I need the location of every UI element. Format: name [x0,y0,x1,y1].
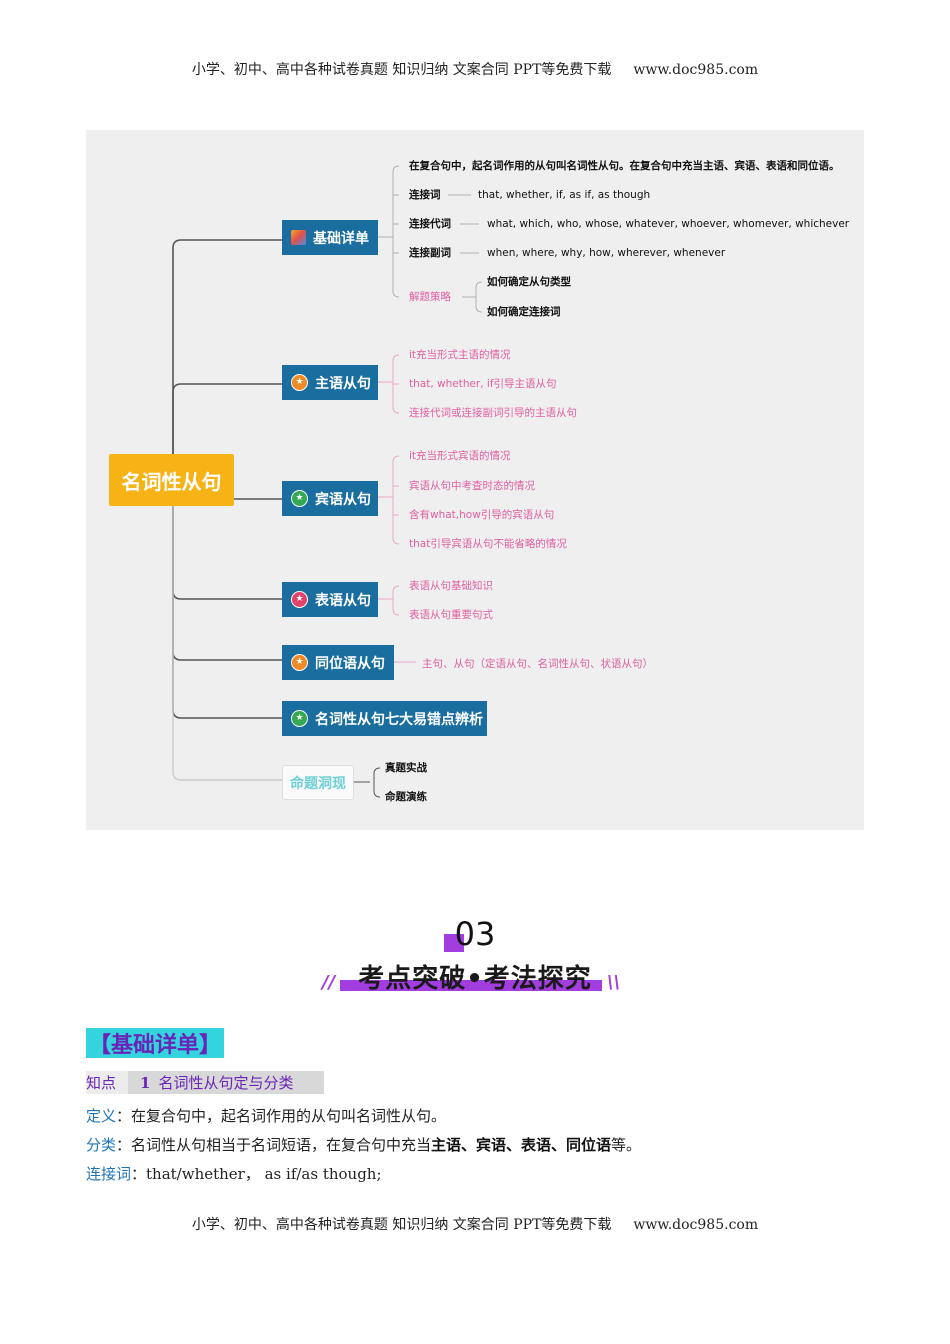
green-star-icon: ★ [291,710,308,727]
strategy-item: 如何确定从句类型 [487,276,571,288]
strategy-name: 解题策略 [409,291,451,303]
branch-label: 主语从句 [315,375,371,392]
cube-icon [291,230,306,245]
subject-item: it充当形式主语的情况 [409,349,511,361]
red-star-icon: ★ [291,591,308,608]
definition-label: 定义 [86,1107,117,1125]
title-highlight [340,980,602,991]
connector-value: what, which, who, whose, whatever, whoev… [487,218,850,230]
branch-label: 表语从句 [315,592,371,609]
subject-item: that, whether, if引导主语从句 [409,378,557,390]
knowledge-point-bar: 知点 1 名词性从句定与分类 [86,1071,324,1094]
section-tag: 【基础详单】 [86,1028,225,1058]
mindmap: 名词性从句 基础详单 ★ 主语从句 ★ 宾语从句 ★ 表语从句 ★ 同位语从句 … [86,130,864,830]
page-header: 小学、初中、高中各种试卷真题 知识归纳 文案合同 PPT等免费下载 www.doc… [0,59,950,79]
slash-right: \\ [607,972,621,993]
exam-item: 真题实战 [385,762,427,774]
orange-star-icon: ★ [291,374,308,391]
branch-basic: 基础详单 [282,220,378,255]
footer-text: 小学、初中、高中各种试卷真题 知识归纳 文案合同 PPT等免费下载 [191,1217,612,1233]
classification-end: 等。 [611,1136,642,1154]
definition-text: ：在复合句中，起名词作用的从句叫名词性从句。 [116,1107,447,1125]
classification-paragraph: 分类：名词性从句相当于名词短语，在复合句中充当主语、宾语、表语、同位语等。 [86,1134,641,1155]
connector-value: when, where, why, how, wherever, wheneve… [487,247,726,259]
basic-definition: 在复合句中，起名词作用的从句叫名词性从句。在复合句中充当主语、宾语、表语和同位语… [409,160,840,172]
header-text: 小学、初中、高中各种试卷真题 知识归纳 文案合同 PPT等免费下载 [191,62,612,78]
branch-label: 命题洞现 [290,775,346,792]
section-title: 考点突破•考法探究 [358,964,592,994]
connector-label: 连接词 [86,1165,132,1183]
header-site: www.doc985.com [633,62,759,78]
slash-left: // [322,972,336,993]
predicative-item: 表语从句基础知识 [409,580,493,592]
connector-text: ：that/whether， as if/as though; [131,1165,382,1183]
exam-item: 命题演练 [385,791,427,803]
object-item: it充当形式宾语的情况 [409,450,511,462]
branch-object: ★ 宾语从句 [282,481,378,516]
mindmap-root: 名词性从句 [109,454,234,506]
strategy-item: 如何确定连接词 [487,306,561,318]
branch-label: 宾语从句 [315,491,371,508]
knowledge-word: 知点 [86,1071,128,1094]
green-star-icon: ★ [291,490,308,507]
knowledge-title: 名词性从句定与分类 [158,1074,294,1092]
connector-name: 连接词 [409,189,441,201]
branch-subject: ★ 主语从句 [282,365,378,400]
page-footer: 小学、初中、高中各种试卷真题 知识归纳 文案合同 PPT等免费下载 www.doc… [0,1214,950,1234]
definition-paragraph: 定义：在复合句中，起名词作用的从句叫名词性从句。 [86,1105,446,1126]
classification-label: 分类 [86,1136,117,1154]
mindmap-connectors [172,165,483,798]
branch-exam: 命题洞现 [282,765,354,800]
connector-name: 连接代词 [409,218,451,230]
number-highlight [444,934,464,952]
classification-text: ：名词性从句相当于名词短语，在复合句中充当 [116,1136,432,1154]
object-item: 含有what,how引导的宾语从句 [409,509,555,521]
predicative-item: 表语从句重要句式 [409,609,493,621]
subject-item: 连接代词或连接副词引导的主语从句 [409,407,577,419]
appositive-item: 主句、从句（定语从句、名词性从句、状语从句） [422,658,653,670]
branch-mistakes: ★ 名词性从句七大易错点辨析 [282,701,487,736]
branch-predicative: ★ 表语从句 [282,582,378,617]
connector-paragraph: 连接词：that/whether， as if/as though; [86,1163,382,1184]
branch-label: 基础详单 [313,230,369,247]
connector-value: that, whether, if, as if, as though [478,189,651,201]
classification-bold: 主语、宾语、表语、同位语 [431,1136,612,1154]
branch-label: 名词性从句七大易错点辨析 [315,711,483,728]
branch-label: 同位语从句 [315,655,385,672]
section-number: 03 [454,915,496,953]
object-item: that引导宾语从句不能省略的情况 [409,538,567,550]
knowledge-number: 1 [140,1073,151,1092]
footer-site: www.doc985.com [633,1217,759,1233]
object-item: 宾语从句中考查时态的情况 [409,480,535,492]
branch-appositive: ★ 同位语从句 [282,645,394,680]
orange-star-icon: ★ [291,654,308,671]
connector-name: 连接副词 [409,247,451,259]
